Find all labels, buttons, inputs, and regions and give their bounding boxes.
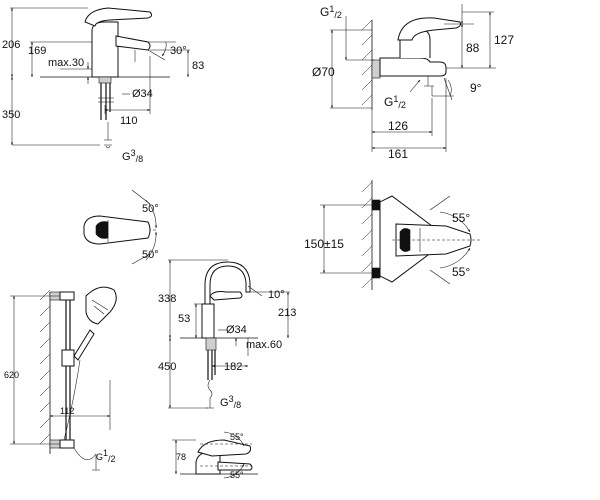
dim-tall-body-height: 53 (178, 313, 190, 325)
dim-basin-spout-height: 169 (28, 45, 46, 57)
tall-mixer-body (201, 261, 251, 409)
dim-bath-front-centres: 150±15 (304, 237, 344, 251)
dim-basin-spout-outlet: 83 (192, 60, 204, 72)
dim-bath-outlet-thread: G1/2 (384, 94, 406, 110)
dim-lever-side-angle-up: 55° (230, 432, 244, 442)
view-basin-mixer: 206 169 max.30 30° 83 Ø34 350 110 G3/8 (2, 7, 204, 164)
dim-bath-rosette-diameter: Ø70 (312, 65, 335, 79)
dim-bath-overall-height: 127 (494, 33, 514, 47)
view-lever-top: 50° 50° (83, 189, 159, 265)
dim-basin-overall-height: 206 (2, 39, 20, 51)
dim-lever-side-angle-down: 55° (230, 470, 244, 480)
dim-lever-top-angle-up: 50° (142, 203, 159, 215)
dim-bath-overall-depth: 161 (388, 147, 408, 161)
dim-tall-angle: 10° (268, 289, 285, 301)
dim-bath-front-angle-up: 55° (452, 211, 470, 225)
view-tall-basin-mixer: 338 10° 213 53 Ø34 max.60 450 182 G3/8 (158, 259, 296, 410)
dim-bath-front-angle-down: 55° (452, 265, 470, 279)
dim-lever-top-angle-down: 50° (142, 249, 159, 261)
dim-bath-spout-depth: 126 (388, 119, 408, 133)
dim-tall-spout-offset: 182 (224, 361, 242, 373)
dim-basin-below-counter: 350 (2, 109, 20, 121)
dim-rail-thread: G1/2 (96, 448, 116, 464)
dim-basin-spout-angle: 30° (170, 45, 187, 57)
dim-tall-spout-reach: 213 (278, 307, 296, 319)
dim-tall-body-diameter: Ø34 (226, 324, 247, 336)
view-bath-mixer-front: 150±15 55° 55° (304, 180, 480, 290)
dim-bath-inlet-thread: G1/2 (320, 4, 342, 20)
dim-tall-spout-height: 338 (158, 293, 176, 305)
view-bath-mixer-side: G1/2 Ø70 88 127 G1/2 9° 126 161 (312, 4, 514, 161)
dim-basin-spout-reach: 110 (120, 115, 138, 127)
dim-basin-thread: G3/8 (122, 148, 143, 164)
view-shower-rail: 620 112 G1/2 (4, 286, 117, 471)
dim-tall-max-thickness: max.60 (246, 339, 282, 351)
lever-top-body (83, 215, 151, 245)
dim-rail-projection: 112 (60, 406, 74, 416)
dim-tall-below-counter: 450 (158, 361, 176, 373)
view-lever-side: 78 55° 55° (172, 431, 258, 480)
dim-bath-handle-height: 88 (466, 41, 480, 55)
dim-tall-thread: G3/8 (220, 394, 241, 410)
dim-basin-body-diameter: Ø34 (132, 88, 153, 100)
dim-basin-max-thickness: max.30 (48, 57, 84, 69)
dim-lever-side-height: 78 (176, 452, 186, 462)
shower-rail-body (49, 286, 117, 471)
dim-bath-spout-angle: 9° (470, 81, 482, 95)
basin-mixer-body (84, 7, 153, 149)
bath-mixer-side-body (371, 17, 461, 96)
dim-rail-height: 620 (4, 370, 19, 380)
